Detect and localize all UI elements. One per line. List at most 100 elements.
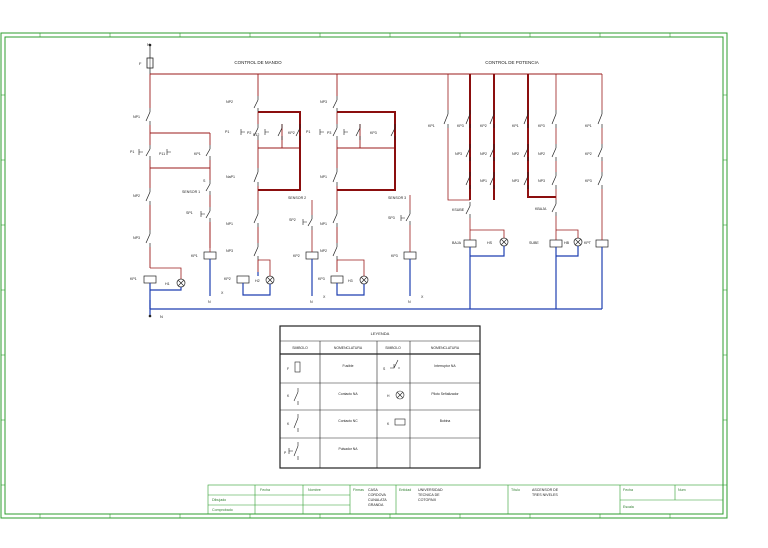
legend-table: LEYENDA SIMBOLO NOMENCLATURA SIMBOLO NOM… xyxy=(279,325,481,469)
svg-text:K: K xyxy=(387,422,390,426)
legend-header-1: SIMBOLO xyxy=(292,346,308,350)
svg-text:P1: P1 xyxy=(306,130,310,134)
svg-text:NP2: NP2 xyxy=(538,152,545,156)
svg-text:UNIVERSIDAD: UNIVERSIDAD xyxy=(418,488,443,492)
svg-text:P1: P1 xyxy=(225,130,229,134)
svg-text:KP3: KP3 xyxy=(457,124,464,128)
svg-text:SENSOR 3: SENSOR 3 xyxy=(388,196,406,200)
coils xyxy=(143,239,609,284)
svg-text:KP1: KP1 xyxy=(194,152,201,156)
svg-text:KP1: KP1 xyxy=(130,277,137,281)
svg-text:Contacto NA: Contacto NA xyxy=(338,392,358,396)
svg-text:Entidad: Entidad xyxy=(399,488,411,492)
title-block-values: CASA CORDOVA CUNALATA GRANDA UNIVERSIDAD… xyxy=(368,488,559,507)
svg-text:S: S xyxy=(203,179,206,183)
svg-text:NP3: NP3 xyxy=(512,179,519,183)
svg-text:COTOPAXI: COTOPAXI xyxy=(418,498,436,502)
svg-text:N: N xyxy=(147,42,150,47)
svg-text:KPT: KPT xyxy=(584,241,592,245)
svg-text:NP3: NP3 xyxy=(320,100,327,104)
svg-text:NP1: NP1 xyxy=(320,222,327,226)
svg-text:X: X xyxy=(221,291,224,295)
svg-text:KP3: KP3 xyxy=(370,131,377,135)
svg-text:NP3: NP3 xyxy=(133,236,140,240)
svg-text:SENSOR 2: SENSOR 2 xyxy=(288,196,306,200)
svg-text:P2: P2 xyxy=(247,131,251,135)
potencia-labels: KP1 KP2 KP3 NP2 NP3 NP1 KSUBE BAJA HS KP… xyxy=(428,124,592,245)
legend-header-2: NOMENCLATURA xyxy=(334,346,363,350)
legend-header-3: SIMBOLO xyxy=(385,346,401,350)
outer-frame xyxy=(0,32,728,519)
svg-text:Comprobado: Comprobado xyxy=(212,508,233,512)
svg-text:H2: H2 xyxy=(255,279,260,283)
neutral-label: N xyxy=(160,314,163,319)
svg-text:X: X xyxy=(421,295,424,299)
svg-text:KP2: KP2 xyxy=(480,124,487,128)
svg-text:Nombre: Nombre xyxy=(308,488,321,492)
neutral-returns xyxy=(149,246,603,309)
svg-text:N: N xyxy=(310,300,313,304)
legend-title: LEYENDA xyxy=(371,331,390,336)
svg-text:KP2: KP2 xyxy=(585,152,592,156)
title-control-mando: CONTROL DE MANDO xyxy=(234,60,282,65)
svg-text:KSUBE: KSUBE xyxy=(452,208,465,212)
svg-text:NP3: NP3 xyxy=(226,249,233,253)
svg-text:NP3: NP3 xyxy=(455,152,462,156)
svg-text:Fecha: Fecha xyxy=(260,488,270,492)
svg-text:P: P xyxy=(284,451,287,455)
svg-text:TECNICA DE: TECNICA DE xyxy=(418,493,440,497)
svg-text:SUBE: SUBE xyxy=(529,241,539,245)
svg-text:NP1: NP1 xyxy=(320,175,327,179)
svg-text:Interruptor NA: Interruptor NA xyxy=(434,364,456,368)
svg-text:P12: P12 xyxy=(253,133,259,137)
svg-text:NP2: NP2 xyxy=(320,249,327,253)
svg-text:Contacto NC: Contacto NC xyxy=(338,419,358,423)
svg-text:X: X xyxy=(323,295,326,299)
svg-text:Título: Título xyxy=(511,488,520,492)
svg-text:Escala: Escala xyxy=(623,505,634,509)
legend-header-4: NOMENCLATURA xyxy=(431,346,460,350)
title-control-potencia: CONTROL DE POTENCIA xyxy=(485,60,539,65)
svg-text:NP2: NP2 xyxy=(512,152,519,156)
svg-text:KP1: KP1 xyxy=(585,124,592,128)
svg-text:NP1: NP1 xyxy=(226,222,233,226)
svg-text:KP3: KP3 xyxy=(585,179,592,183)
svg-text:SP1: SP1 xyxy=(186,211,193,215)
svg-text:KP1: KP1 xyxy=(191,254,198,258)
svg-text:K: K xyxy=(287,422,290,426)
svg-text:K: K xyxy=(287,394,290,398)
svg-text:NP2: NP2 xyxy=(133,194,140,198)
mando-labels: NP1 P1 P11 KP1 SENSOR 1 S SP1 NP2 NP3 NP… xyxy=(130,100,424,304)
svg-text:Fecha: Fecha xyxy=(623,488,633,492)
svg-text:H: H xyxy=(387,394,390,398)
svg-text:P1: P1 xyxy=(130,150,134,154)
svg-text:KP3: KP3 xyxy=(391,254,398,258)
pushbutton-markers xyxy=(138,129,405,225)
svg-text:N: N xyxy=(208,300,211,304)
title-block xyxy=(207,484,724,515)
svg-text:NP3: NP3 xyxy=(538,179,545,183)
svg-text:F: F xyxy=(139,61,142,66)
svg-text:P11: P11 xyxy=(159,152,165,156)
svg-text:NP1: NP1 xyxy=(133,115,140,119)
svg-text:P3: P3 xyxy=(327,131,331,135)
svg-text:NP1: NP1 xyxy=(480,179,487,183)
svg-text:Dibujado: Dibujado xyxy=(212,498,226,502)
svg-text:KP2: KP2 xyxy=(293,254,300,258)
svg-text:NP2: NP2 xyxy=(480,152,487,156)
svg-text:H1: H1 xyxy=(165,282,170,286)
svg-text:F: F xyxy=(287,367,289,371)
svg-text:Num: Num xyxy=(678,488,686,492)
svg-text:TRES NIVELES: TRES NIVELES xyxy=(532,493,558,497)
svg-text:HB: HB xyxy=(564,241,570,245)
svg-text:Fusible: Fusible xyxy=(343,364,354,368)
svg-text:Piloto Señalizador: Piloto Señalizador xyxy=(431,392,459,396)
svg-text:KP1: KP1 xyxy=(512,124,519,128)
svg-text:S: S xyxy=(383,367,386,371)
title-block-text: Fecha Nombre Dibujado Comprobado Firmas … xyxy=(212,488,686,512)
supply-feed: N F xyxy=(139,42,154,74)
svg-text:GRANDA: GRANDA xyxy=(368,503,384,507)
svg-text:N: N xyxy=(408,300,411,304)
